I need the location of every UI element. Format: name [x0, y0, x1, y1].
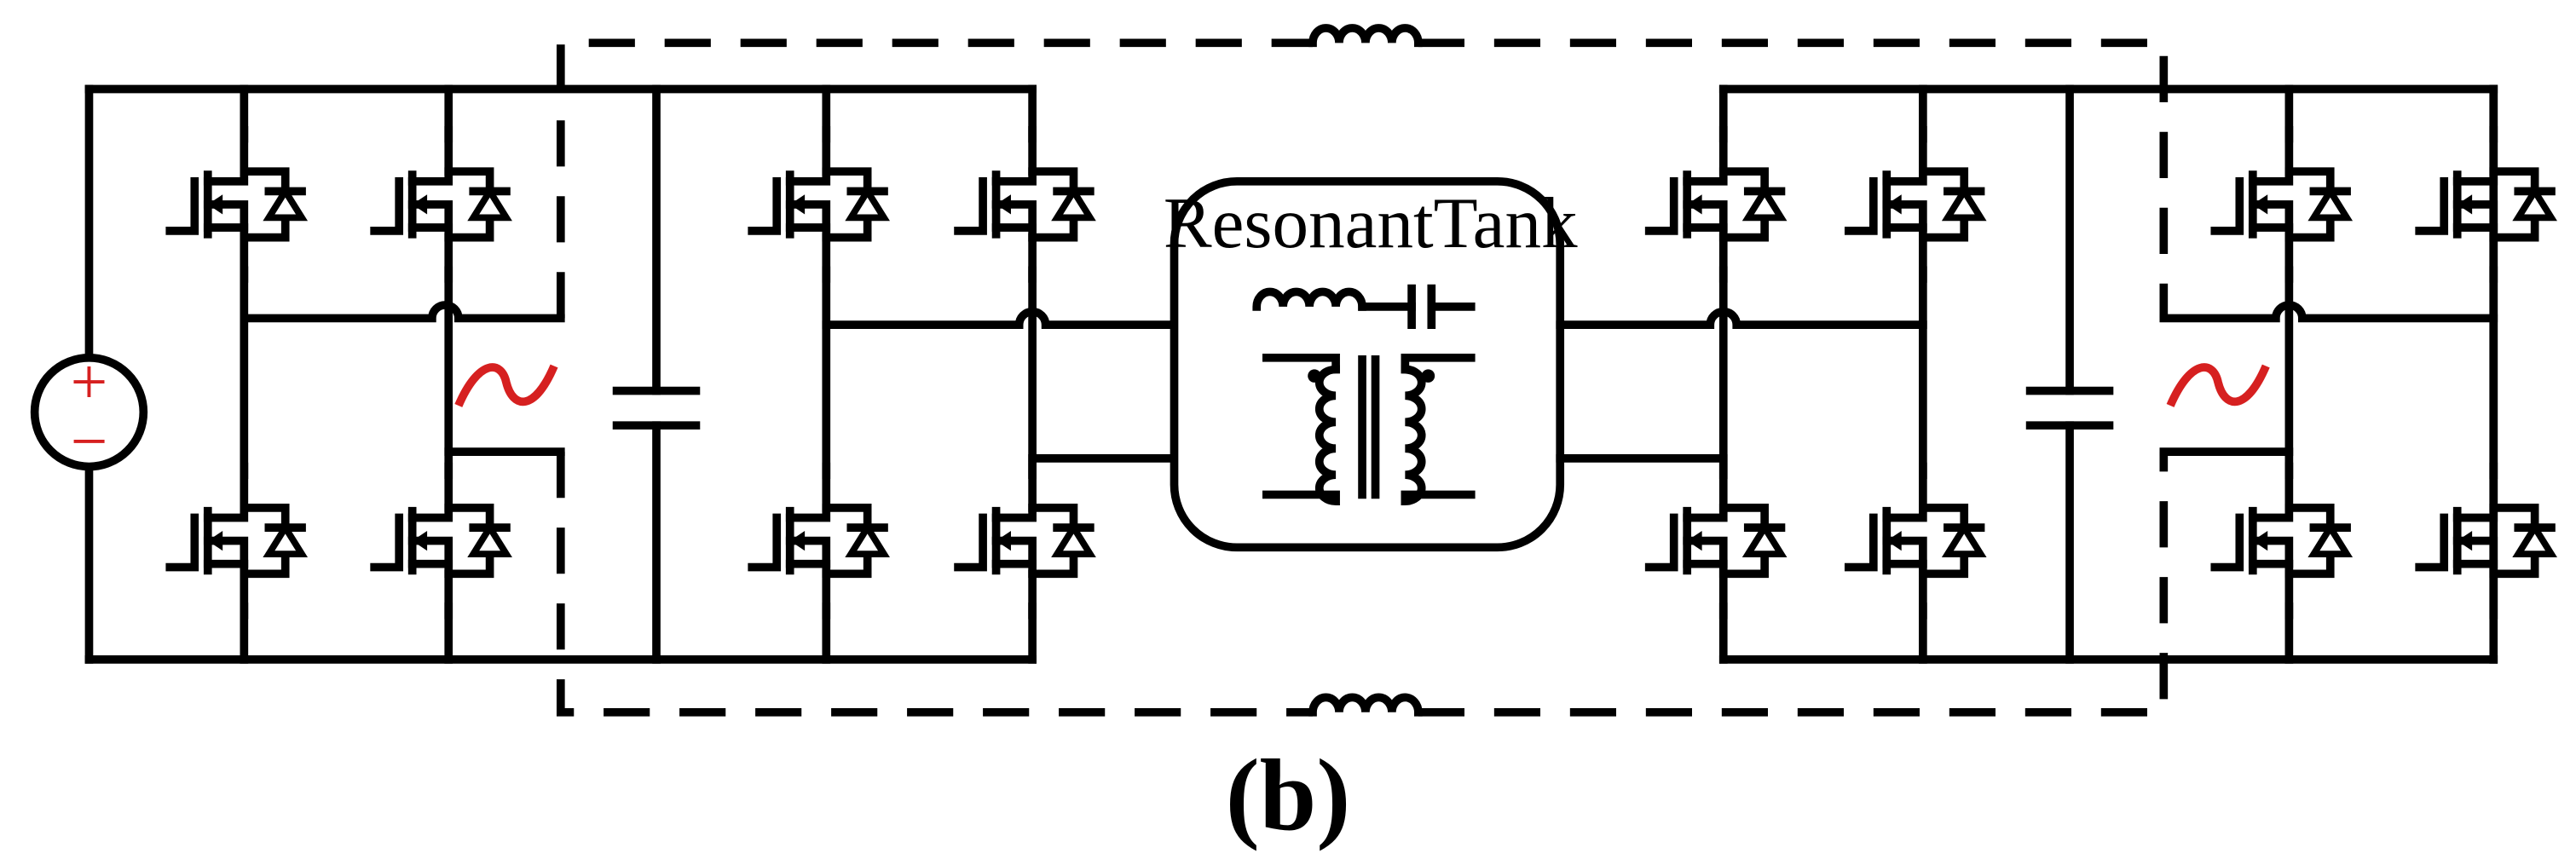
mosfet-switch: [1649, 467, 1782, 615]
mosfet-switch: [1649, 130, 1782, 279]
dc-voltage-source: + −: [30, 345, 148, 478]
right-inverter-bridge: [2159, 84, 2551, 664]
mosfet-switch: [2419, 130, 2551, 279]
mosfet-switch: [374, 467, 506, 615]
left-inverter-bridge: [84, 84, 1037, 664]
coupling-inductor-bottom: [1313, 697, 1418, 712]
coupling-inductor-top: [1313, 28, 1418, 43]
figure-caption: (b): [1226, 738, 1351, 851]
resonant-capacitor: [1407, 284, 1476, 329]
mosfet-switch: [374, 130, 506, 279]
mosfet-switch: [1849, 130, 1981, 279]
source-plus-sign: +: [71, 345, 108, 418]
dashed-coupling-path: [556, 28, 2169, 712]
secondary-bridge: [1556, 84, 2498, 664]
mosfet-switch: [958, 130, 1090, 279]
resonant-tank: ResonantTank: [1164, 176, 1578, 552]
mosfet-switch: [958, 467, 1090, 615]
mosfet-switch: [2215, 130, 2347, 279]
mosfet-switch: [1849, 467, 1981, 615]
dc-link-capacitor: [2025, 84, 2114, 664]
ac-waveform-icon: [2166, 363, 2270, 407]
ac-waveform-icon: [454, 363, 558, 407]
resonant-tank-label: ResonantTank: [1164, 183, 1578, 263]
mosfet-switch: [752, 467, 884, 615]
mosfet-switch: [752, 130, 884, 279]
mosfet-switch: [170, 130, 302, 279]
source-minus-sign: −: [71, 405, 108, 478]
mosfet-switch: [2419, 467, 2551, 615]
mosfet-switch: [2215, 467, 2347, 615]
transformer: [1262, 354, 1476, 506]
primary-bridge: [752, 84, 1179, 664]
mosfet-switch: [170, 467, 302, 615]
resonant-inductor: [1256, 291, 1416, 306]
dc-link-capacitor: [612, 84, 701, 664]
